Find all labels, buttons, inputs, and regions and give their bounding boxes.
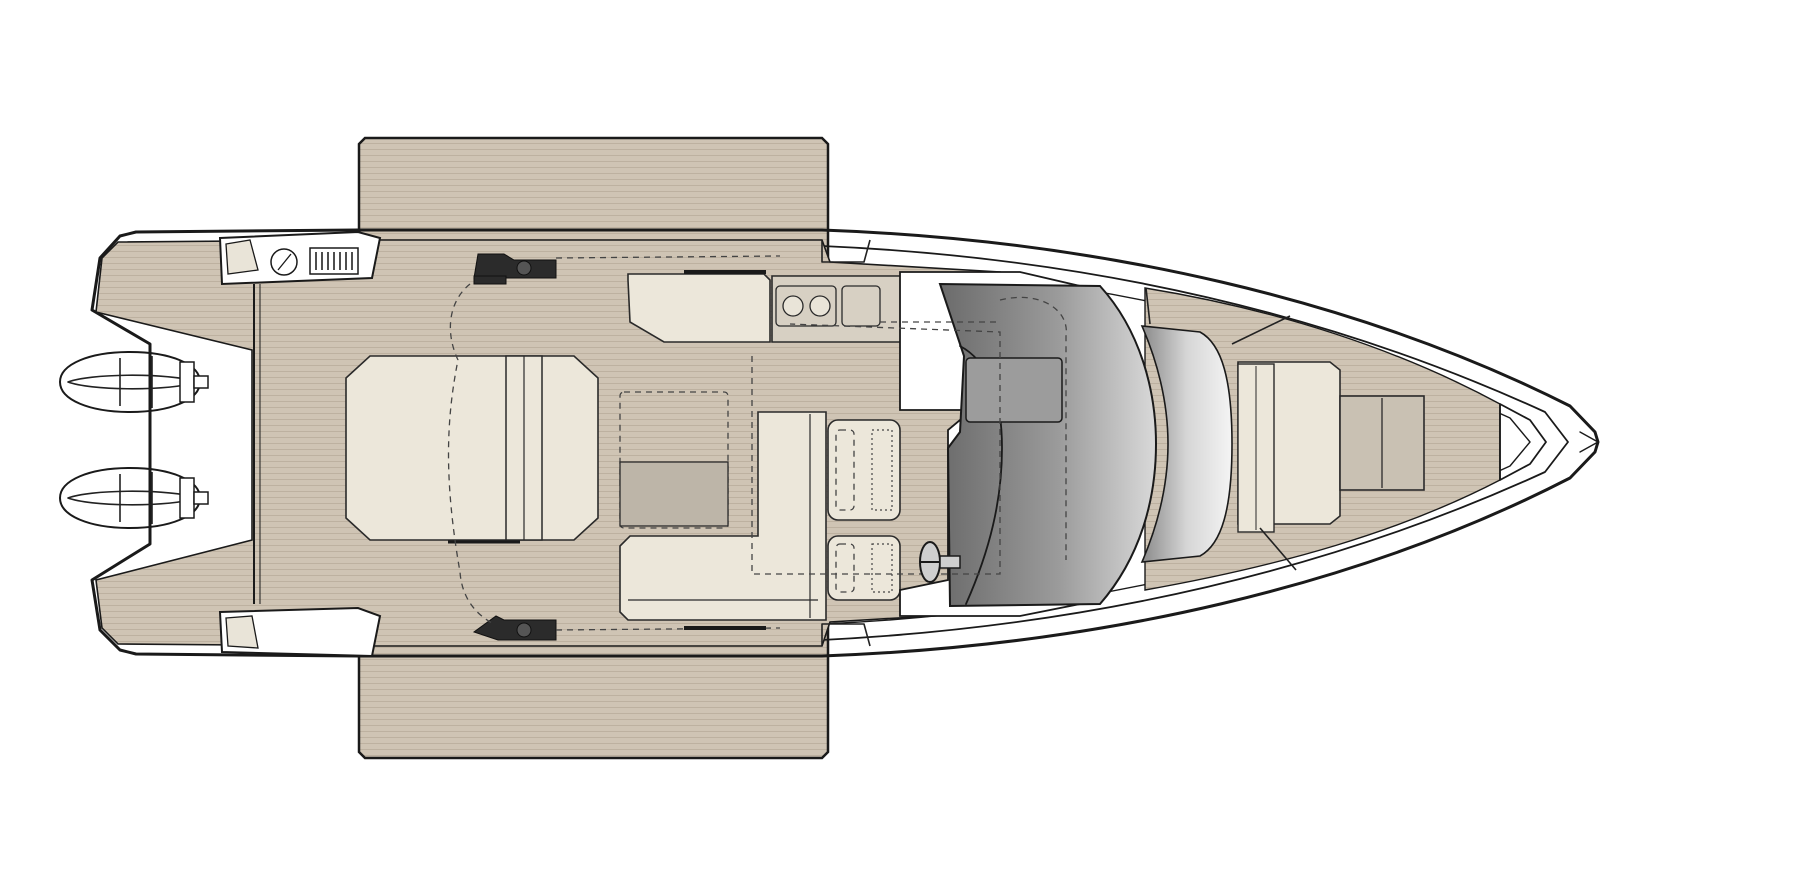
l-shaped-seat bbox=[619, 411, 827, 621]
gunwale-inner bbox=[821, 245, 1569, 641]
side-deck-port bbox=[1145, 287, 1291, 345]
helm-dash bbox=[965, 357, 1063, 423]
stern-locker-port bbox=[218, 230, 382, 286]
cleat-icon bbox=[473, 253, 557, 285]
sink-icon bbox=[782, 295, 804, 317]
sink-icon bbox=[809, 295, 831, 317]
bow-pulpit bbox=[1499, 403, 1547, 481]
outboard-engine-icon bbox=[59, 351, 209, 413]
console-dashed bbox=[751, 296, 1067, 575]
canopy-outline bbox=[447, 283, 495, 625]
canopy-rail-top bbox=[555, 255, 781, 259]
vent-grille-icon bbox=[309, 247, 359, 275]
windscreen bbox=[938, 282, 1158, 608]
helm-seat bbox=[827, 535, 901, 601]
hull-outer bbox=[90, 228, 1600, 658]
aft-sunpad bbox=[345, 355, 599, 541]
wet-bar bbox=[771, 275, 922, 343]
stern-corner-post-port bbox=[821, 239, 871, 263]
outboard-engine-icon bbox=[59, 467, 209, 529]
canopy-rail-bottom bbox=[555, 627, 781, 631]
table-outline bbox=[619, 391, 729, 529]
cleat-icon bbox=[472, 615, 557, 641]
aft-bench-port bbox=[627, 273, 771, 343]
cabin-top bbox=[1140, 325, 1233, 563]
table-top bbox=[619, 461, 729, 527]
anchor-tip bbox=[1579, 431, 1599, 453]
side-deck-starboard bbox=[1259, 527, 1297, 571]
stern-corner-post-starboard bbox=[821, 623, 871, 647]
steering-wheel-icon bbox=[919, 541, 961, 583]
stern-locker-starboard bbox=[218, 606, 382, 658]
helm-seat bbox=[827, 419, 901, 521]
